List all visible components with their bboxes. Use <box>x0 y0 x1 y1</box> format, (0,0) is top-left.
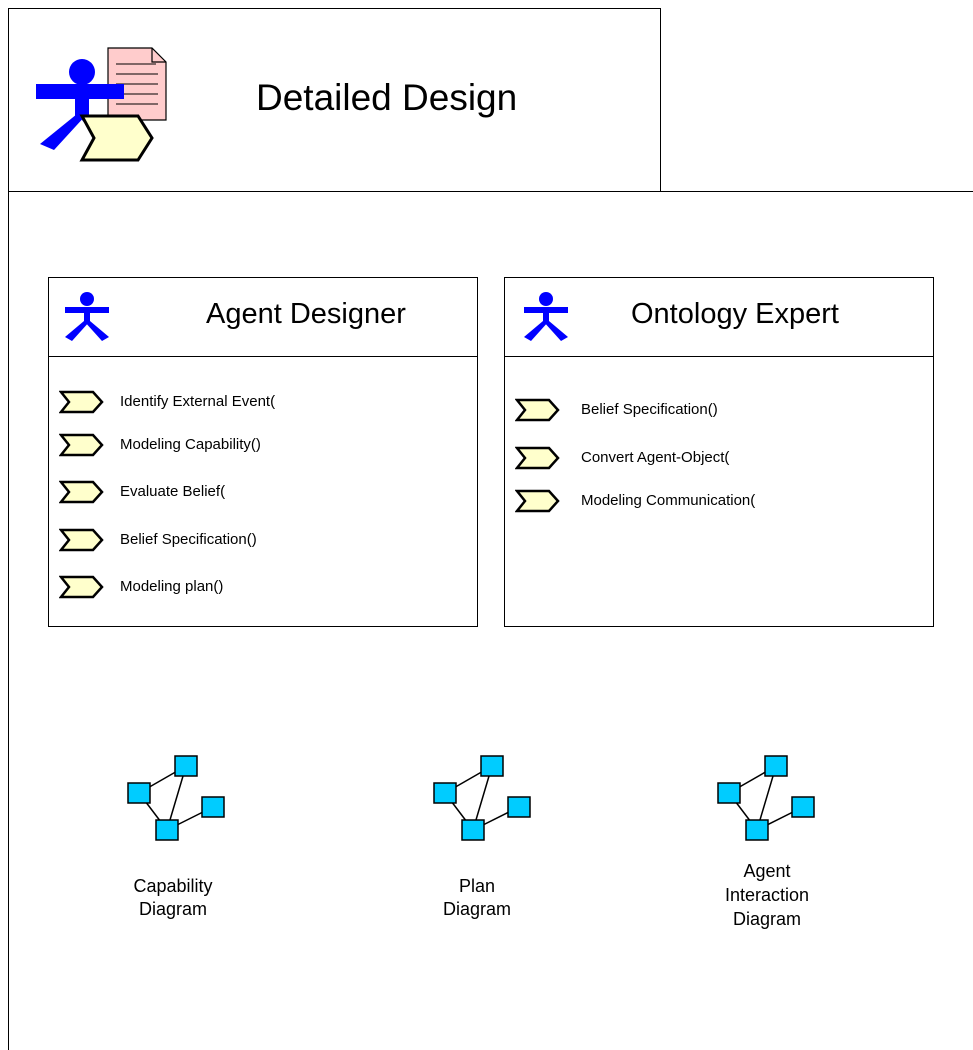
task-item: Modeling Communication( <box>515 487 915 515</box>
diagram-label: Diagram <box>138 899 208 919</box>
header-top-border <box>8 8 661 9</box>
task-chevron-icon <box>59 433 104 457</box>
capability-diagram: Capability Diagram <box>98 750 248 930</box>
agent-interaction-diagram: Agent Interaction Diagram <box>692 750 842 950</box>
network-diagram-icon <box>127 755 225 841</box>
network-diagram-icon <box>433 755 531 841</box>
role-header: Agent Designer <box>49 278 477 357</box>
task-item: Convert Agent-Object( <box>515 444 915 472</box>
page-title: Detailed Design <box>256 77 518 118</box>
task-chevron-icon <box>59 575 104 599</box>
task-label: Modeling Communication( <box>581 492 756 509</box>
header-right-border <box>660 8 661 192</box>
task-label: Evaluate Belief( <box>120 483 226 500</box>
task-label: Modeling plan() <box>120 578 224 595</box>
plan-diagram: Plan Diagram <box>402 750 552 930</box>
diagram-label: Interaction <box>724 885 810 905</box>
diagram-label: Plan <box>458 876 496 896</box>
frame-left-border <box>8 8 9 1050</box>
diagram-label: Agent <box>743 861 791 881</box>
task-chevron-icon <box>59 528 104 552</box>
role-box-agent-designer: Agent Designer Identify External Event( … <box>48 277 478 627</box>
task-item: Identify External Event( <box>59 388 459 416</box>
task-chevron-icon <box>515 398 560 422</box>
header-bottom-border <box>8 191 973 192</box>
diagram-label: Diagram <box>442 899 512 919</box>
network-diagram-icon <box>717 755 815 841</box>
actor-icon <box>65 292 109 341</box>
task-label: Convert Agent-Object( <box>581 449 730 466</box>
task-item: Belief Specification() <box>59 526 459 554</box>
task-chevron-icon <box>515 446 560 470</box>
role-title: Ontology Expert <box>631 298 839 330</box>
task-label: Belief Specification() <box>581 401 718 418</box>
task-chevron-icon <box>59 480 104 504</box>
task-item: Evaluate Belief( <box>59 478 459 506</box>
task-item: Modeling Capability() <box>59 431 459 459</box>
role-box-ontology-expert: Ontology Expert Belief Specification() C… <box>504 277 934 627</box>
task-chevron-icon <box>59 390 104 414</box>
actor-icon <box>524 292 568 341</box>
task-item: Belief Specification() <box>515 396 915 424</box>
task-label: Identify External Event( <box>120 393 276 410</box>
task-chevron-icon <box>515 489 560 513</box>
task-label: Modeling Capability() <box>120 436 261 453</box>
role-header: Ontology Expert <box>505 278 933 357</box>
diagram-label: Capability <box>133 876 213 896</box>
worker-document-task-icon <box>30 44 170 164</box>
task-label: Belief Specification() <box>120 531 257 548</box>
role-title: Agent Designer <box>206 298 406 330</box>
task-item: Modeling plan() <box>59 573 459 601</box>
diagram-label: Diagram <box>732 909 802 929</box>
